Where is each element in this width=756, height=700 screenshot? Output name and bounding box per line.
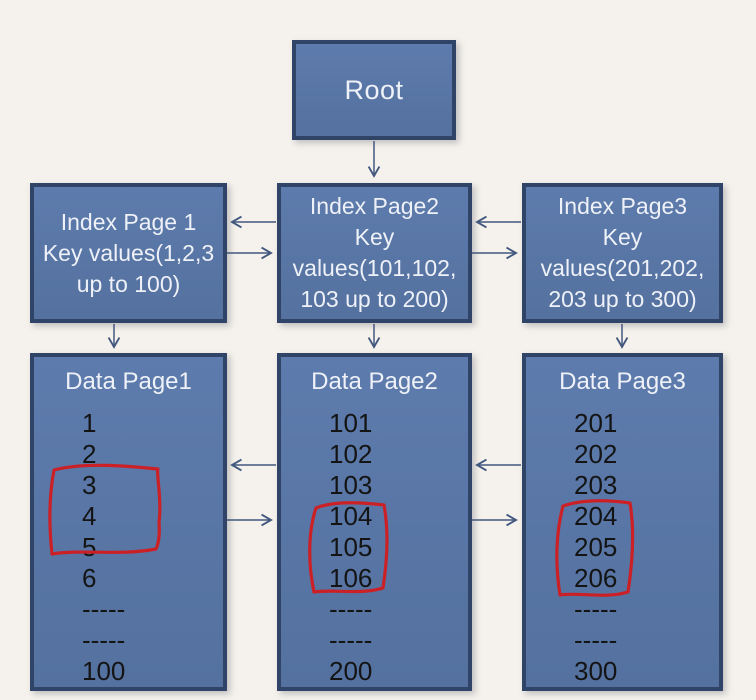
data-page-1-node: Data Page1 1 2 3 4 5 6 ----- ----- 100	[30, 353, 227, 691]
data-item: 104	[329, 501, 373, 531]
data-item: -----	[329, 625, 373, 655]
index-page-2-line: Index Page2	[309, 193, 440, 219]
index-page-2-line: Key	[354, 224, 395, 250]
data-item: 3	[82, 470, 97, 500]
root-node: Root	[292, 40, 456, 140]
data-item: 5	[82, 532, 97, 562]
index-page-1-line: Index Page 1	[60, 208, 197, 235]
data-item: 300	[574, 656, 618, 686]
data-item: -----	[574, 594, 618, 624]
index-page-2-line: values(101,102,	[292, 255, 457, 281]
data-item: 204	[574, 501, 618, 531]
data-page-2-node: Data Page2 101 102 103 104 105 106 -----…	[277, 353, 472, 691]
data-item: 201	[574, 408, 618, 438]
data-item: 2	[82, 439, 97, 469]
data-page-1-items: 1 2 3 4 5 6 ----- ----- 100	[34, 408, 223, 687]
data-item: -----	[82, 594, 126, 624]
index-page-1-node: Index Page 1 Key values(1,2,3 up to 100)	[30, 183, 227, 323]
index-page-3-line: Index Page3	[557, 193, 688, 219]
data-item: -----	[574, 625, 618, 655]
index-page-1-line: up to 100)	[76, 270, 181, 297]
data-item: 100	[82, 656, 126, 686]
data-page-1-title: Data Page1	[65, 368, 192, 395]
data-item: 202	[574, 439, 618, 469]
data-item: 205	[574, 532, 618, 562]
data-item: 103	[329, 470, 373, 500]
index-page-3-line: 203 up to 300)	[548, 286, 697, 312]
index-page-1-line: Key values(1,2,3	[42, 239, 215, 266]
data-item: -----	[82, 625, 126, 655]
data-item: 203	[574, 470, 618, 500]
index-page-3-line: values(201,202,	[540, 255, 705, 281]
data-page-2-items: 101 102 103 104 105 106 ----- ----- 200	[281, 408, 468, 687]
data-item: 1	[82, 408, 97, 438]
index-page-3-line: Key	[602, 224, 643, 250]
data-item: -----	[329, 594, 373, 624]
index-page-2-line: 103 up to 200)	[300, 286, 449, 312]
data-page-3-items: 201 202 203 204 205 206 ----- ----- 300	[526, 408, 719, 687]
data-item: 4	[82, 501, 97, 531]
data-item: 6	[82, 563, 97, 593]
index-page-2-node: Index Page2 Key values(101,102, 103 up t…	[277, 183, 472, 323]
data-item: 105	[329, 532, 373, 562]
data-item: 102	[329, 439, 373, 469]
data-item: 101	[329, 408, 373, 438]
data-page-3-title: Data Page3	[559, 368, 686, 395]
data-item: 200	[329, 656, 373, 686]
data-page-2-title: Data Page2	[311, 368, 438, 395]
data-item: 106	[329, 563, 373, 593]
index-page-3-node: Index Page3 Key values(201,202, 203 up t…	[522, 183, 723, 323]
data-page-3-node: Data Page3 201 202 203 204 205 206 -----…	[522, 353, 723, 691]
data-item: 206	[574, 563, 618, 593]
root-label: Root	[344, 74, 404, 105]
